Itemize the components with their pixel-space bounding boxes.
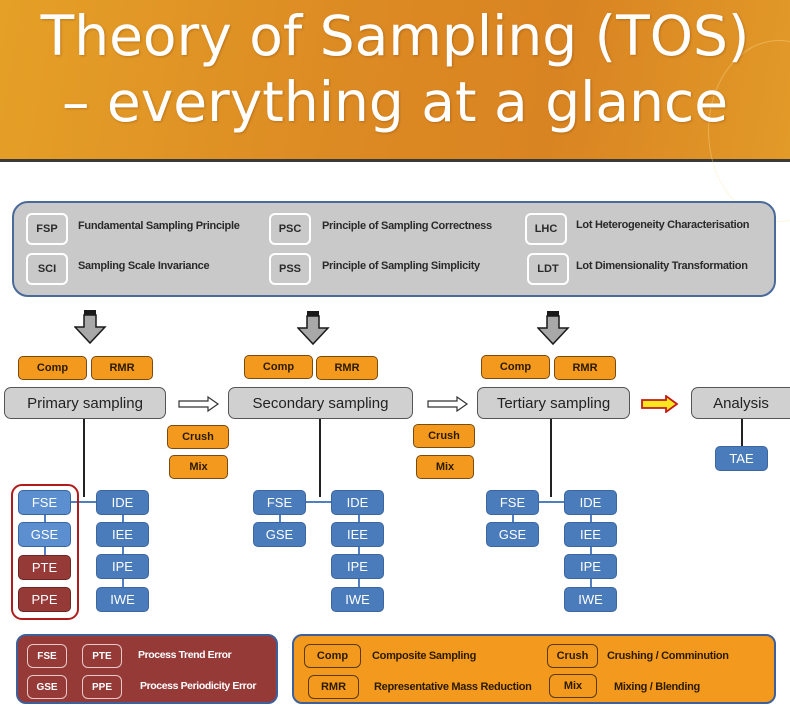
principle-abbr-sci: SCI	[26, 253, 68, 285]
principle-label-lhc: Lot Heterogeneity Characterisation	[576, 219, 750, 231]
stage-secondary-sampling: Secondary sampling	[228, 387, 413, 419]
legend-abbr-gse: GSE	[27, 675, 67, 699]
process-error-group-outline	[11, 484, 79, 620]
down-arrow-icon	[297, 311, 330, 346]
op-crush-2: Crush	[413, 424, 475, 448]
legend-abbr-fse: FSE	[27, 644, 67, 668]
error-iee-secondary: IEE	[331, 522, 384, 547]
down-arrow-icon	[537, 311, 570, 346]
error-iee-tertiary: IEE	[564, 522, 617, 547]
error-ipe-secondary: IPE	[331, 554, 384, 579]
stage-primary-sampling: Primary sampling	[4, 387, 166, 419]
principle-label-sci: Sampling Scale Invariance	[78, 260, 210, 272]
op-mix-1: Mix	[169, 455, 228, 479]
connector-secondary	[319, 419, 321, 497]
op-mix-2: Mix	[416, 455, 474, 479]
error-ide-primary: IDE	[96, 490, 149, 515]
principle-abbr-fsp: FSP	[26, 213, 68, 245]
error-ide-secondary: IDE	[331, 490, 384, 515]
error-ppe-primary: PPE	[18, 587, 71, 612]
legend-abbr-rmr: RMR	[308, 675, 359, 699]
connector-analysis	[741, 419, 743, 446]
error-gse-primary: GSE	[18, 522, 71, 547]
legend-label-mixing-blending: Mixing / Blending	[614, 681, 700, 693]
right-arrow-outline-icon	[427, 396, 469, 412]
connector-h-primary	[70, 501, 98, 503]
legend-abbr-pte: PTE	[82, 644, 122, 668]
legend-label-composite-sampling: Composite Sampling	[372, 650, 476, 662]
legend-label-process-trend-error: Process Trend Error	[138, 649, 232, 661]
error-fse-tertiary: FSE	[486, 490, 539, 515]
op-comp-tertiary: Comp	[481, 355, 550, 379]
link	[44, 513, 46, 523]
legend-abbr-ppe: PPE	[82, 675, 122, 699]
op-comp-secondary: Comp	[244, 355, 313, 379]
right-arrow-highlight-icon	[641, 395, 679, 413]
stage-tertiary-sampling: Tertiary sampling	[477, 387, 630, 419]
op-rmr-tertiary: RMR	[554, 356, 616, 380]
legend-abbr-crush: Crush	[547, 644, 598, 668]
legend-abbr-comp: Comp	[304, 644, 361, 668]
op-comp-primary: Comp	[18, 356, 87, 380]
connector-h-secondary	[305, 501, 333, 503]
error-gse-secondary: GSE	[253, 522, 306, 547]
title-banner: Theory of Sampling (TOS) – everything at…	[0, 0, 790, 222]
connector-primary	[83, 419, 85, 497]
error-tae-analysis: TAE	[715, 446, 768, 471]
connector-h-tertiary	[538, 501, 566, 503]
principle-label-fsp: Fundamental Sampling Principle	[78, 220, 240, 232]
down-arrow-icon	[74, 310, 107, 345]
stage-analysis: Analysis	[691, 387, 790, 419]
connector-tertiary	[550, 419, 552, 497]
link	[512, 513, 514, 523]
legend-label-crushing: Crushing / Comminution	[607, 650, 729, 662]
error-gse-tertiary: GSE	[486, 522, 539, 547]
error-iwe-primary: IWE	[96, 587, 149, 612]
principle-label-ldt: Lot Dimensionality Transformation	[576, 260, 748, 272]
title-line-2: – everything at a glance	[61, 70, 729, 134]
principle-label-pss: Principle of Sampling Simplicity	[322, 260, 480, 272]
op-crush-1: Crush	[167, 425, 229, 449]
link	[279, 513, 281, 523]
error-iee-primary: IEE	[96, 522, 149, 547]
error-ipe-primary: IPE	[96, 554, 149, 579]
principle-abbr-lhc: LHC	[525, 213, 567, 245]
legend-abbr-mix: Mix	[549, 674, 597, 698]
error-pte-primary: PTE	[18, 555, 71, 580]
principle-abbr-psc: PSC	[269, 213, 311, 245]
error-fse-secondary: FSE	[253, 490, 306, 515]
principle-label-psc: Principle of Sampling Correctness	[322, 220, 492, 232]
link	[44, 545, 46, 555]
error-iwe-tertiary: IWE	[564, 587, 617, 612]
legend-operations: Comp Composite Sampling Crush Crushing /…	[292, 634, 776, 704]
op-rmr-secondary: RMR	[316, 356, 378, 380]
legend-label-process-periodicity-error: Process Periodicity Error	[140, 680, 257, 692]
error-iwe-secondary: IWE	[331, 587, 384, 612]
principle-abbr-pss: PSS	[269, 253, 311, 285]
op-rmr-primary: RMR	[91, 356, 153, 380]
legend-process-errors: FSE PTE Process Trend Error GSE PPE Proc…	[16, 634, 278, 704]
error-ide-tertiary: IDE	[564, 490, 617, 515]
principles-panel: FSP Fundamental Sampling Principle PSC P…	[12, 201, 776, 297]
error-ipe-tertiary: IPE	[564, 554, 617, 579]
error-fse-primary: FSE	[18, 490, 71, 515]
title-line-1: Theory of Sampling (TOS)	[40, 4, 750, 68]
principle-abbr-ldt: LDT	[527, 253, 569, 285]
right-arrow-outline-icon	[178, 396, 220, 412]
legend-label-representative-mass-reduction: Representative Mass Reduction	[374, 681, 532, 693]
